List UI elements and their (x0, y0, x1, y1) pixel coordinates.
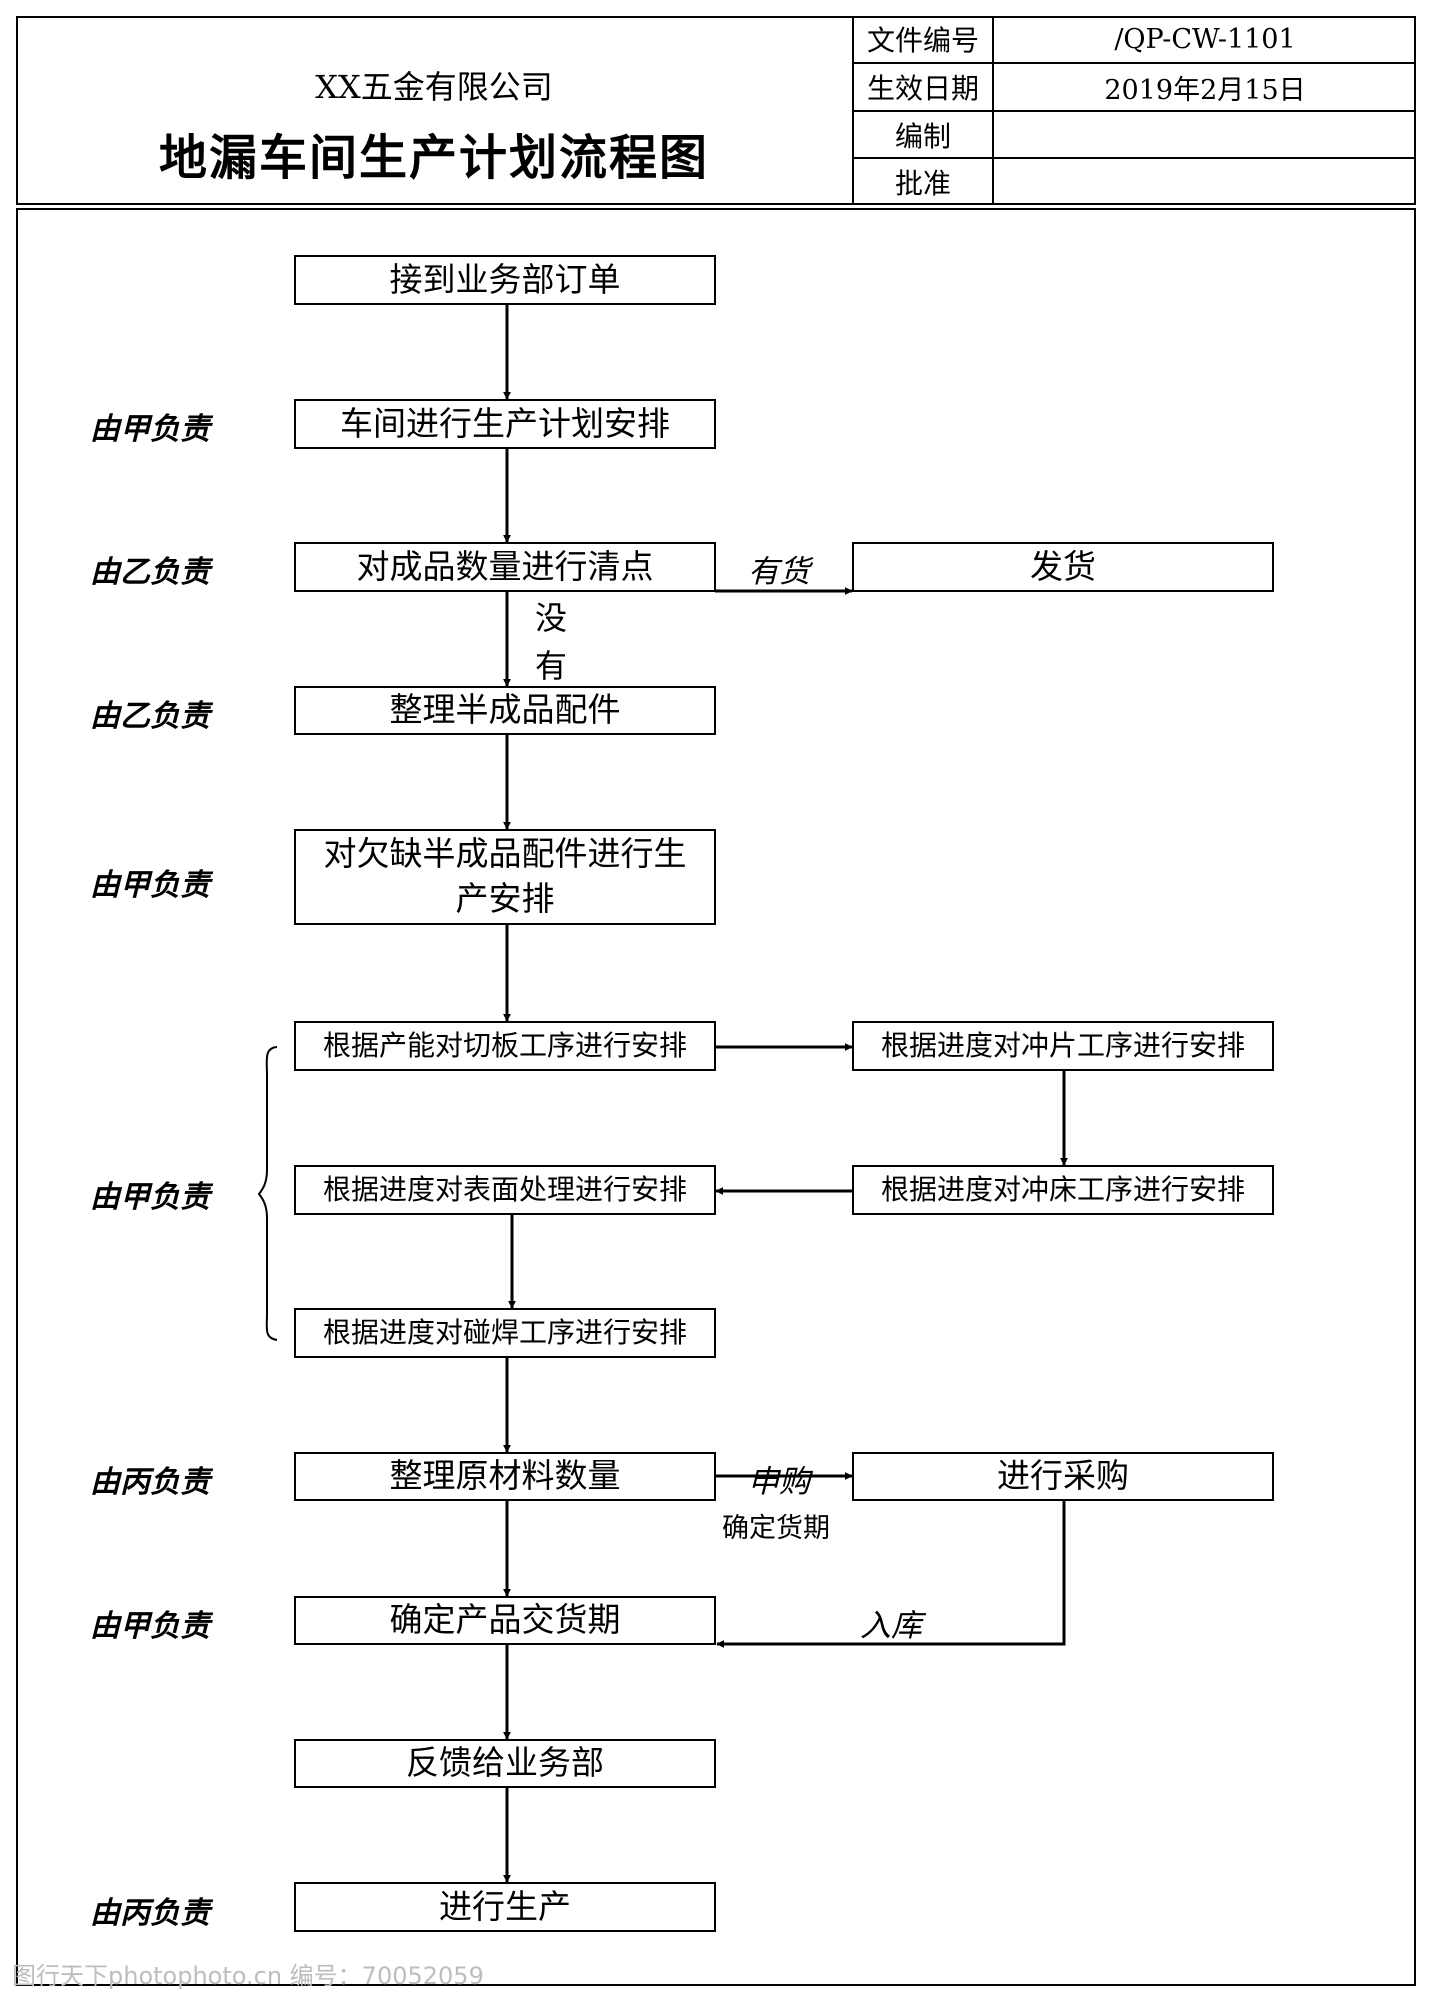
arrow-purchase-to-delivery (716, 1501, 1066, 1648)
meta-label-effective-date: 生效日期 (866, 72, 979, 105)
document-title: 地漏车间生产计划流程图 (158, 130, 709, 186)
node-welding: 根据进度对碰焊工序进行安排 (294, 1308, 716, 1358)
node-receive-order: 接到业务部订单 (294, 255, 716, 305)
curly-brace (257, 1046, 278, 1341)
responsibility-label: 由甲负责 (90, 1609, 210, 1644)
responsibility-label: 由甲负责 (90, 1180, 210, 1215)
meta-label-approved-by: 批准 (894, 167, 951, 200)
edge-label-in-stock: 有货 (748, 554, 810, 590)
edge-label-warehouse-in: 入库 (860, 1608, 922, 1644)
node-produce: 进行生产 (294, 1882, 716, 1932)
node-surface: 根据进度对表面处理进行安排 (294, 1165, 716, 1215)
responsibility-label: 由甲负责 (90, 412, 210, 447)
node-cutting: 根据产能对切板工序进行安排 (294, 1021, 716, 1071)
responsibility-label: 由乙负责 (90, 699, 210, 734)
company-name: XX五金有限公司 (315, 68, 553, 106)
node-purchase: 进行采购 (852, 1452, 1274, 1501)
meta-table: 文件编号 /QP-CW-1101 生效日期 2019年2月15日 编制 批准 (852, 16, 1416, 205)
meta-value-doc-number: /QP-CW-1101 (1114, 23, 1296, 55)
responsibility-label: 由乙负责 (90, 555, 210, 590)
node-inventory-check: 对成品数量进行清点 (294, 542, 716, 592)
edge-label-confirm-date: 确定货期 (722, 1513, 830, 1544)
flowchart-frame (16, 208, 1416, 1986)
meta-label-prepared-by: 编制 (894, 119, 951, 153)
responsibility-label: 由丙负责 (90, 1896, 210, 1931)
node-shortage-plan: 对欠缺半成品配件进行生产安排 (294, 829, 716, 925)
node-feedback: 反馈给业务部 (294, 1739, 716, 1788)
node-punching: 根据进度对冲片工序进行安排 (852, 1021, 1274, 1071)
meta-label-doc-number: 文件编号 (866, 24, 979, 57)
edge-label-apply-purchase: 申购 (748, 1464, 810, 1500)
watermark: 图行天下photophoto.cn 编号：70052059 (12, 1962, 484, 1990)
node-press: 根据进度对冲床工序进行安排 (852, 1165, 1274, 1215)
node-sort-parts: 整理半成品配件 (294, 686, 716, 735)
responsibility-label: 由丙负责 (90, 1465, 210, 1500)
edge-label-no-stock-1: 没 (535, 599, 568, 637)
edge-label-no-stock-2: 有 (535, 647, 568, 685)
responsibility-label: 由甲负责 (90, 868, 210, 903)
node-delivery-date: 确定产品交货期 (294, 1596, 716, 1645)
node-raw-material: 整理原材料数量 (294, 1452, 716, 1501)
meta-value-effective-date: 2019年2月15日 (1104, 74, 1306, 106)
node-workshop-plan: 车间进行生产计划安排 (294, 399, 716, 449)
node-ship: 发货 (852, 542, 1274, 592)
